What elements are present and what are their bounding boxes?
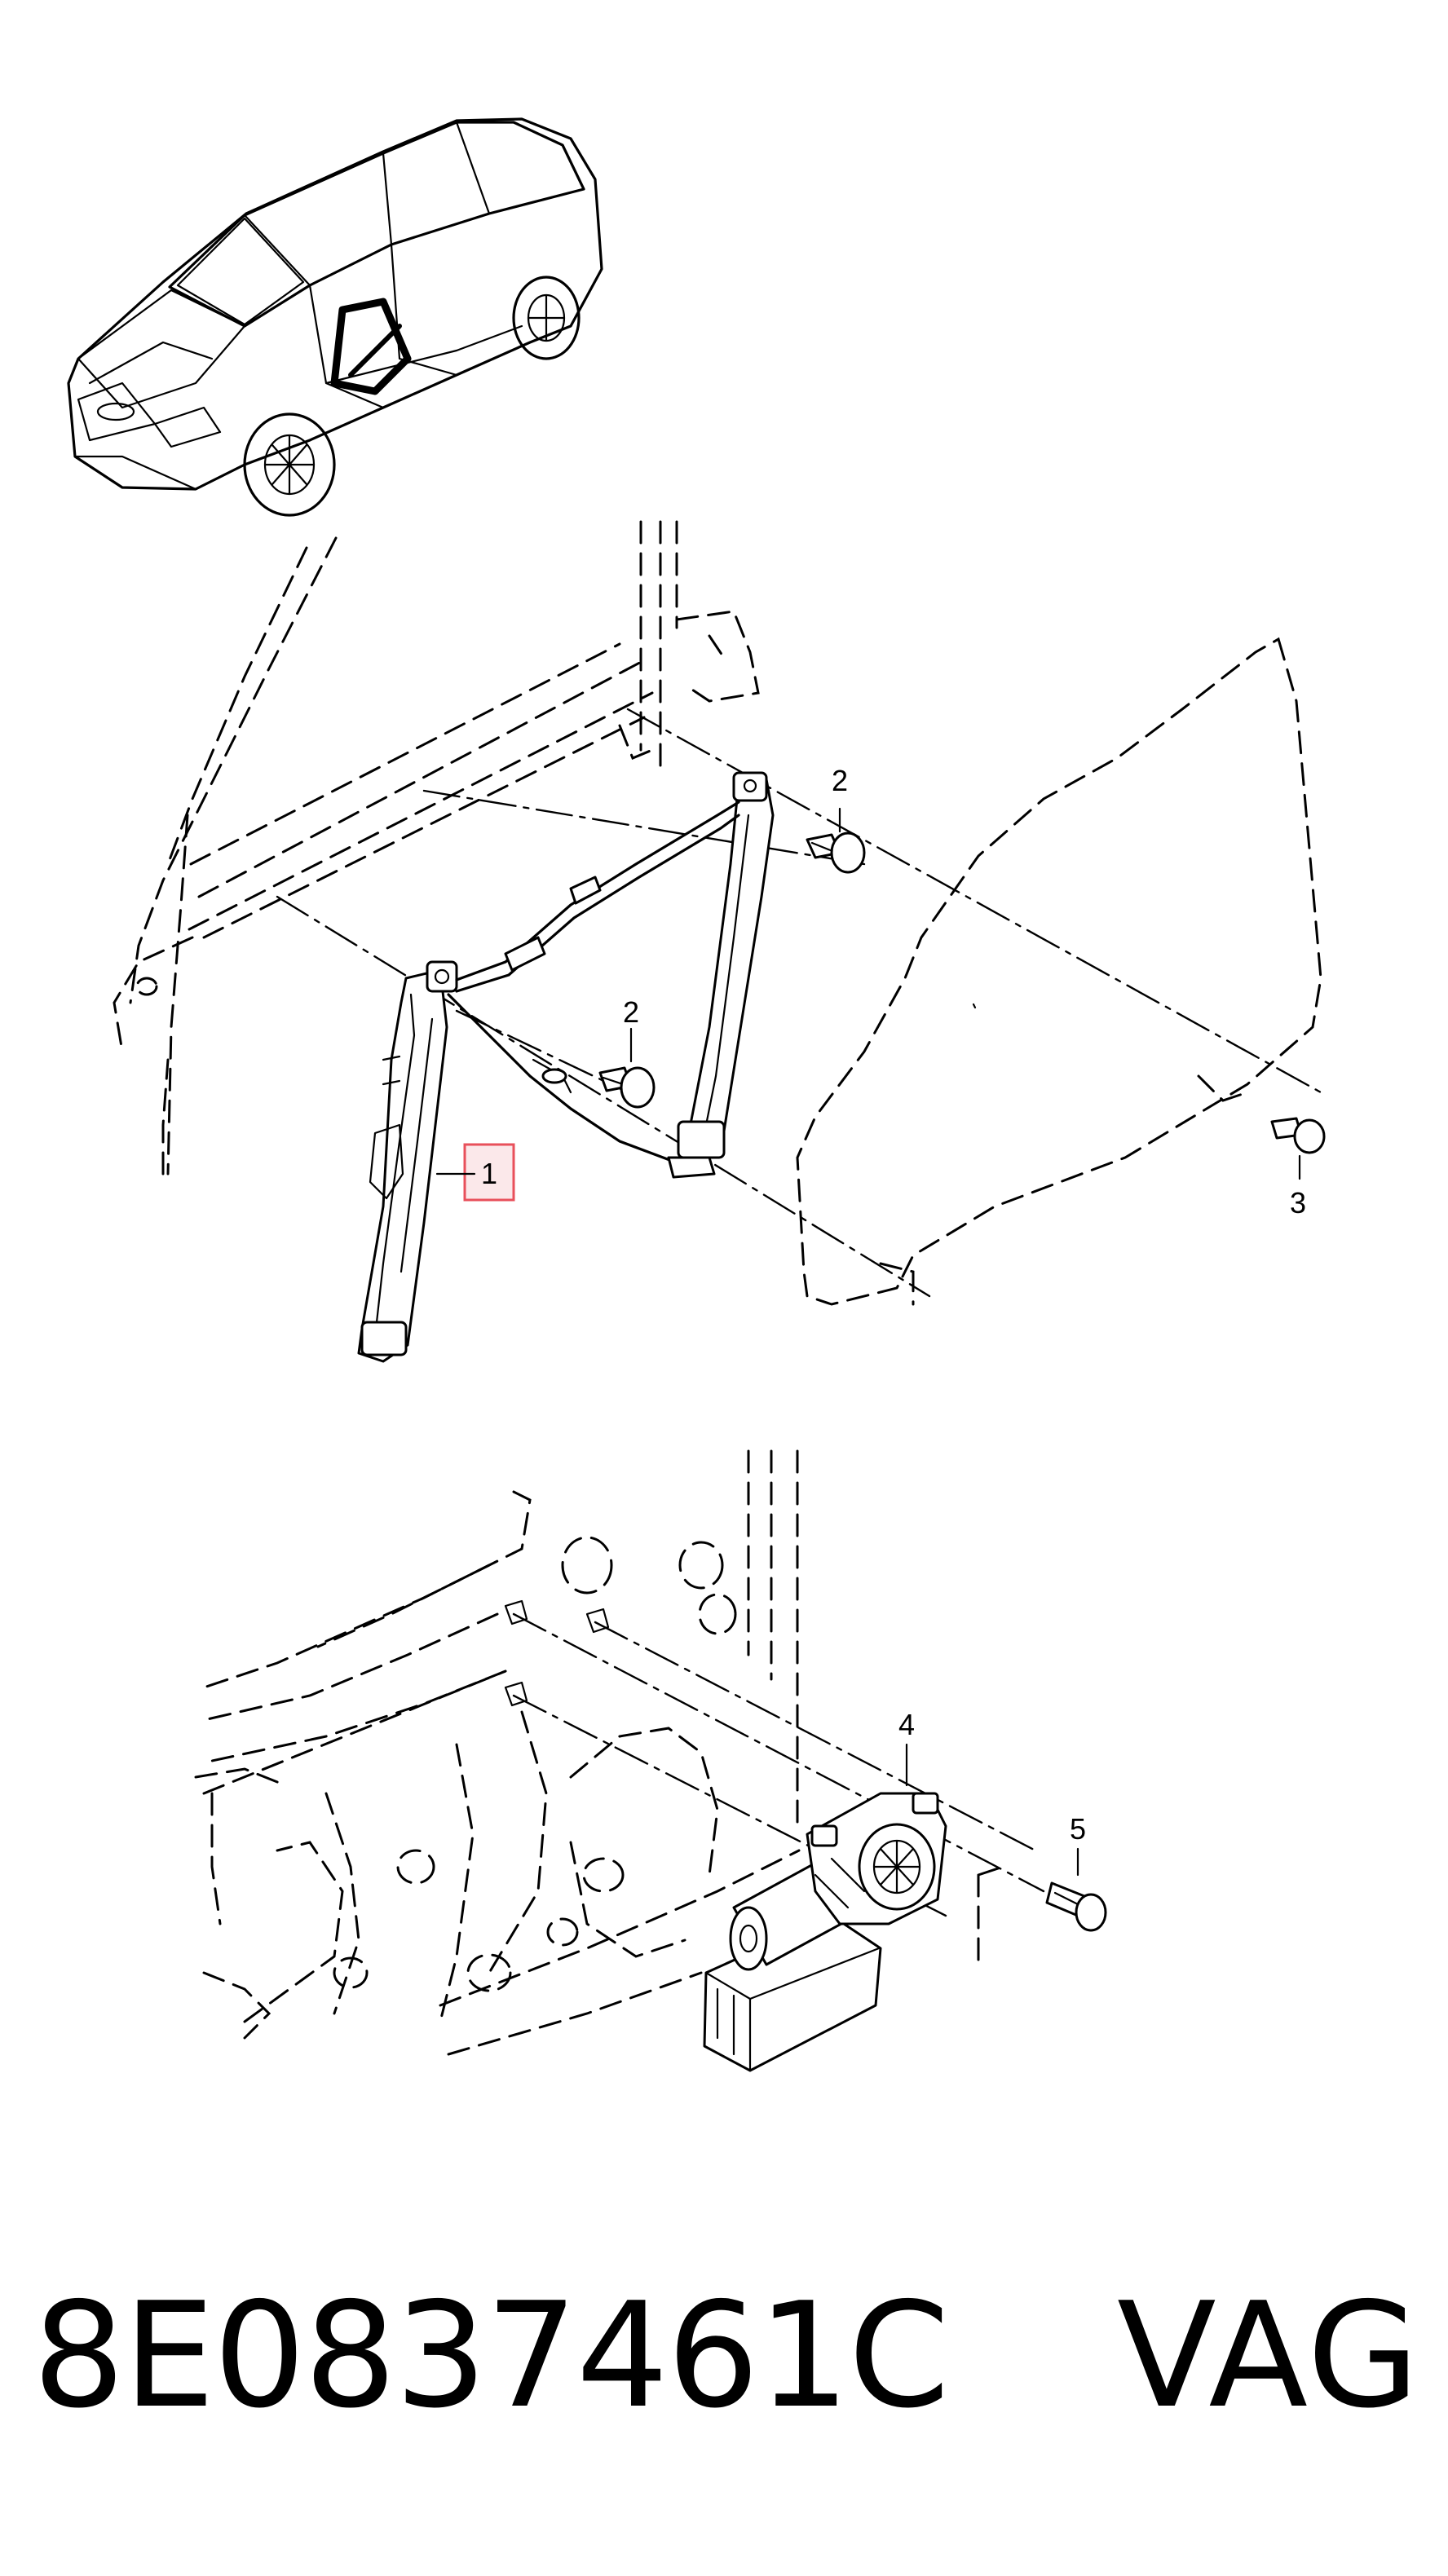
door-glass-outline: [796, 637, 1322, 1306]
callout-5-label: 5: [1070, 1812, 1086, 1846]
callout-3-label: 3: [1290, 1186, 1306, 1220]
window-motor: 4: [703, 1708, 947, 2072]
bolt-5: 5: [1045, 1812, 1107, 1932]
window-regulator: [357, 771, 775, 1363]
part-number: 8E0837461C: [33, 2271, 950, 2440]
callout-1-highlight-box: [463, 1143, 515, 1202]
bolt-2-lower: 2: [598, 995, 656, 1109]
door-inner-panel-outline: [194, 1449, 1004, 2056]
door-frame-outline: [113, 520, 760, 1176]
callout-1-label: 1: [481, 1157, 497, 1190]
callout-1: 1: [435, 1143, 515, 1202]
car-overview-illustration: [67, 117, 603, 517]
callout-2-upper-label: 2: [832, 764, 848, 797]
brand-label: VAG: [1117, 2271, 1421, 2440]
callout-4-label: 4: [898, 1708, 915, 1741]
callout-2-lower-label: 2: [623, 995, 639, 1029]
footer-part-number-row: 8E0837461C VAG: [33, 2274, 1419, 2437]
bolt-2-upper: 2: [806, 764, 866, 874]
bolt-3: 3: [1270, 1117, 1326, 1220]
